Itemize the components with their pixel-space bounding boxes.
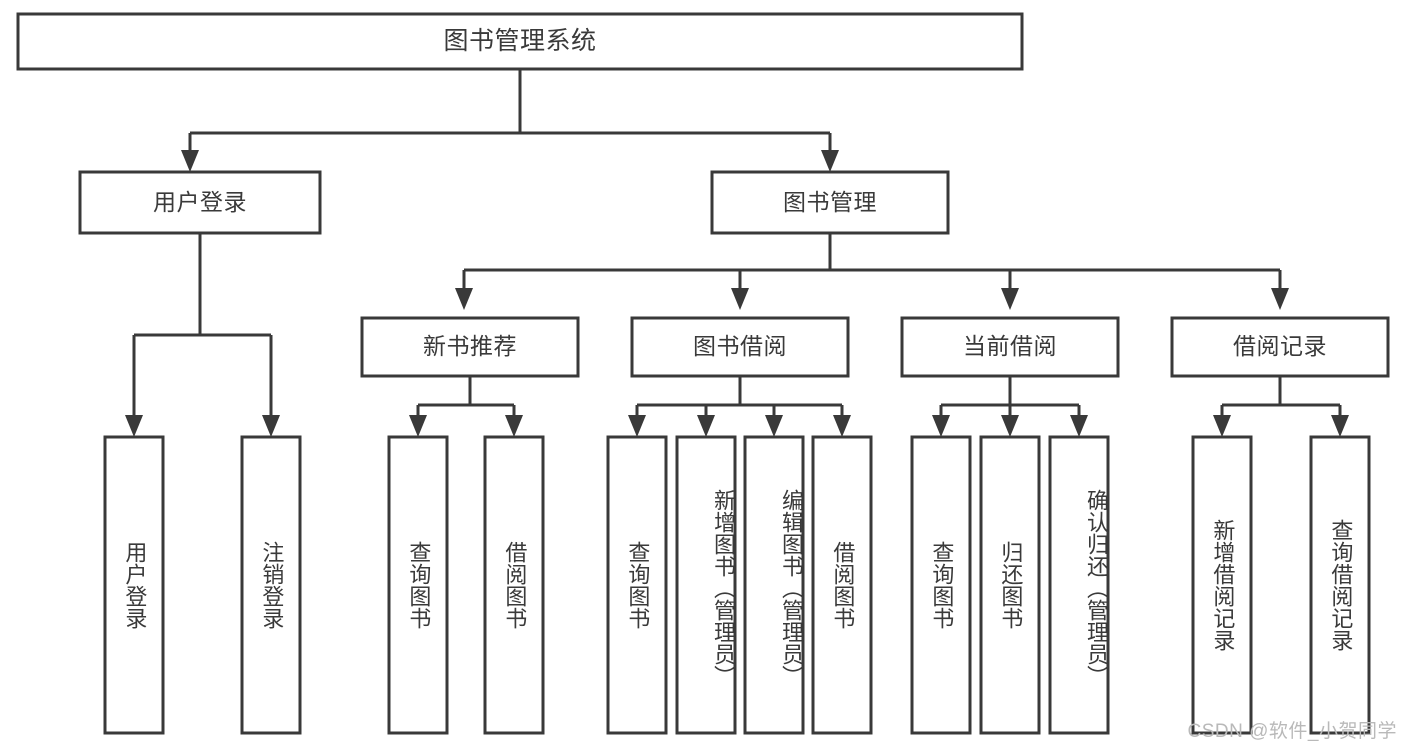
node-box-leaf-book-borrow-0[interactable]: [606, 435, 668, 735]
node-box-book-management[interactable]: [710, 170, 950, 235]
node-box-leaf-borrow-record-0[interactable]: [1191, 435, 1253, 735]
connector-currentborrow-to-leaves: [932, 376, 1088, 437]
node-box-book-borrow[interactable]: [630, 316, 850, 378]
node-box-leaf-user-login-1[interactable]: [240, 435, 302, 735]
node-box-leaf-new-book-0[interactable]: [387, 435, 449, 735]
node-box-leaf-user-login-0[interactable]: [103, 435, 165, 735]
node-box-leaf-book-borrow-1[interactable]: [675, 435, 737, 735]
connector-borrowrecord-to-leaves: [1213, 376, 1349, 437]
node-box-leaf-book-borrow-3[interactable]: [811, 435, 873, 735]
node-box-leaf-current-borrow-1[interactable]: [979, 435, 1041, 735]
node-box-root[interactable]: [16, 12, 1024, 71]
connector-newbook-to-leaves: [409, 376, 523, 437]
connector-bookborrow-to-leaves: [628, 376, 851, 437]
connector-bookmgmt-to-level2: [455, 233, 1289, 310]
node-box-leaf-current-borrow-2[interactable]: [1048, 435, 1110, 735]
node-box-new-book-recommend[interactable]: [360, 316, 580, 378]
node-box-leaf-new-book-1[interactable]: [483, 435, 545, 735]
node-box-leaf-book-borrow-2[interactable]: [743, 435, 805, 735]
node-box-leaf-current-borrow-0[interactable]: [910, 435, 972, 735]
node-box-user-login[interactable]: [78, 170, 322, 235]
node-box-borrow-record[interactable]: [1170, 316, 1390, 378]
node-box-current-borrow[interactable]: [900, 316, 1120, 378]
connector-root-to-level1: [181, 69, 839, 172]
node-box-leaf-borrow-record-1[interactable]: [1309, 435, 1371, 735]
connector-userlogin-to-leaves: [125, 233, 280, 437]
